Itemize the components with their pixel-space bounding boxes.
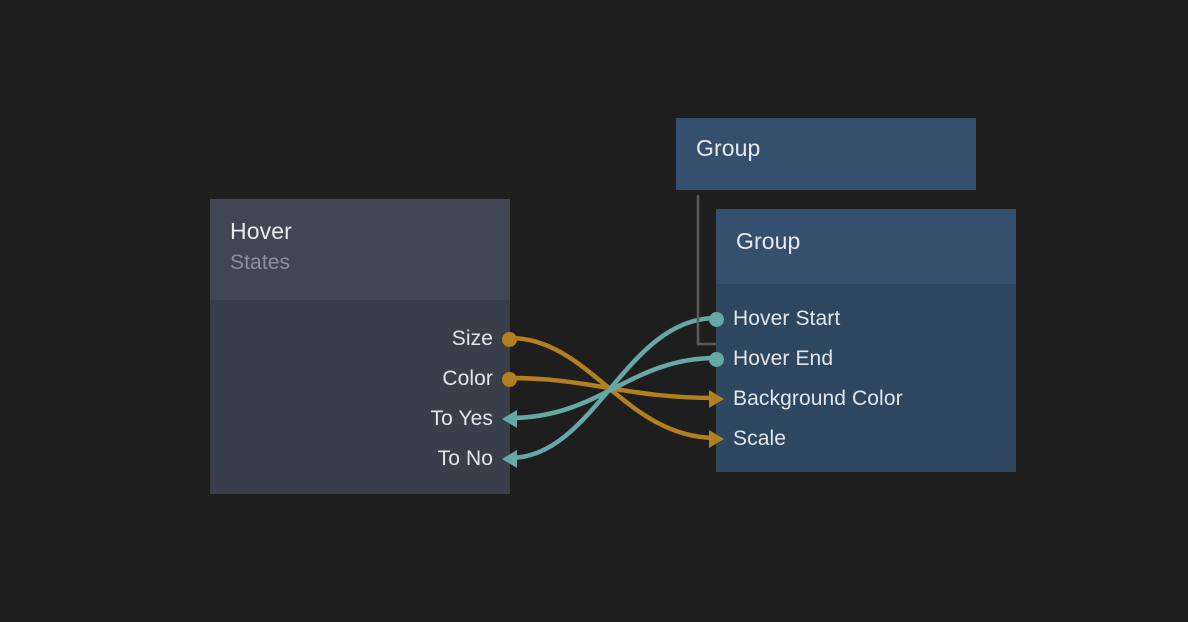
node-group-inner-title: Group [736, 228, 801, 254]
port-label-to-no: To No [437, 447, 493, 470]
port-arrow-to-no-icon[interactable] [502, 450, 517, 468]
port-arrow-scale-icon[interactable] [709, 430, 724, 448]
port-dot-hover-end-icon[interactable] [709, 351, 724, 367]
node-hover[interactable]: Hover States Size Color To Yes To No [210, 199, 517, 494]
port-label-size: Size [451, 327, 493, 350]
port-label-scale: Scale [733, 427, 787, 450]
node-hover-title: Hover [230, 218, 292, 244]
node-group-outer-header[interactable]: Group [676, 118, 976, 190]
port-dot-size-icon[interactable] [502, 331, 517, 347]
port-arrow-to-yes-icon[interactable] [502, 410, 517, 428]
port-dot-hover-start-icon[interactable] [709, 311, 724, 327]
port-label-background-color: Background Color [733, 387, 903, 410]
wire-size-to-scale [507, 335, 719, 441]
port-dot-color-icon[interactable] [502, 371, 517, 387]
port-label-to-yes: To Yes [430, 407, 493, 430]
port-hover-size[interactable]: Size [451, 326, 517, 352]
port-hover-to-no[interactable]: To No [437, 446, 517, 472]
port-arrow-background-color-icon[interactable] [709, 390, 724, 408]
port-label-hover-end: Hover End [733, 347, 834, 370]
node-group-inner-body: Hover Start Hover End Background Color S… [709, 284, 1016, 472]
port-group-scale[interactable]: Scale [709, 426, 787, 452]
wire-hover-end-to-to-yes [507, 355, 719, 421]
node-hover-header[interactable]: Hover States [210, 199, 510, 300]
port-group-background-color[interactable]: Background Color [709, 386, 903, 412]
port-hover-to-yes[interactable]: To Yes [430, 406, 517, 432]
node-hover-body: Size Color To Yes To No [210, 300, 517, 494]
wire-hover-start-to-to-no [507, 315, 719, 461]
node-group-inner-header[interactable]: Group [716, 209, 1016, 284]
node-group-inner[interactable]: Group Hover Start Hover End Background C… [709, 209, 1016, 472]
port-group-hover-end[interactable]: Hover End [709, 346, 834, 372]
port-group-hover-start[interactable]: Hover Start [709, 306, 841, 332]
node-group-outer[interactable]: Group [676, 118, 976, 190]
node-hover-subtitle: States [230, 251, 291, 274]
port-label-color: Color [442, 367, 493, 390]
port-label-hover-start: Hover Start [733, 307, 841, 330]
port-hover-color[interactable]: Color [442, 366, 517, 392]
node-group-outer-title: Group [696, 135, 761, 161]
wire-color-to-background-color [507, 375, 719, 401]
